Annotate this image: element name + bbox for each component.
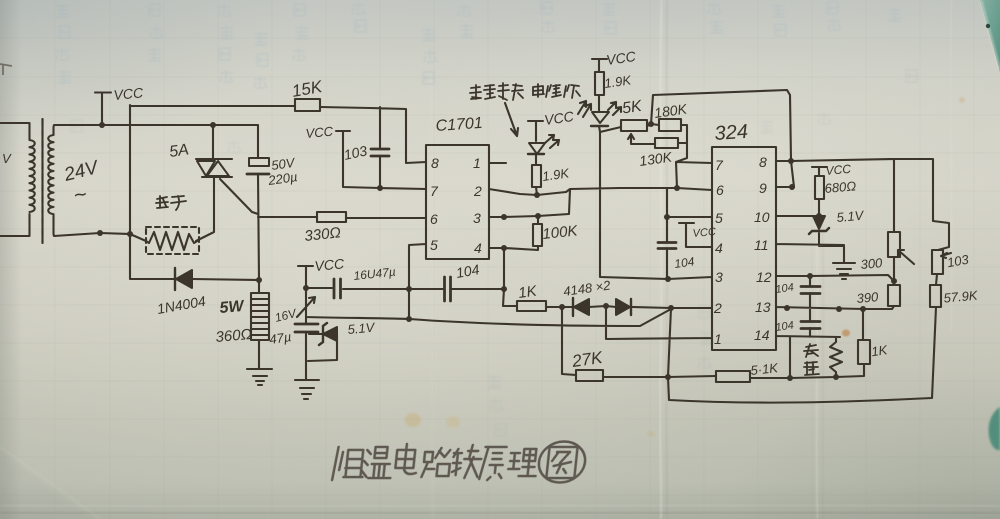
svg-text:VCC: VCC [305, 124, 334, 141]
svg-text:220µ: 220µ [266, 169, 298, 188]
svg-text:8: 8 [431, 155, 439, 171]
svg-text:V: V [2, 151, 12, 166]
svg-text:5A: 5A [168, 141, 190, 161]
svg-text:VCC: VCC [825, 162, 852, 178]
svg-text:57.9K: 57.9K [943, 288, 979, 306]
svg-text:390: 390 [856, 289, 880, 306]
svg-text:104: 104 [775, 282, 795, 296]
svg-text:47µ: 47µ [268, 329, 292, 347]
svg-text:1: 1 [714, 331, 722, 347]
svg-text:10: 10 [754, 209, 770, 225]
svg-text:VCC: VCC [314, 255, 346, 274]
svg-text:103: 103 [946, 252, 971, 271]
svg-text:16V: 16V [273, 306, 298, 325]
svg-text:300: 300 [860, 255, 884, 272]
svg-text:4: 4 [474, 240, 482, 256]
svg-text:11: 11 [754, 237, 769, 253]
svg-text:5·1K: 5·1K [750, 360, 780, 378]
svg-text:13: 13 [755, 299, 771, 315]
svg-text:3: 3 [715, 269, 723, 285]
svg-text:5.1V: 5.1V [836, 208, 865, 225]
svg-text:104: 104 [775, 320, 795, 334]
svg-text:VCC: VCC [543, 108, 575, 128]
svg-text:C1701: C1701 [435, 115, 483, 135]
svg-text:5W: 5W [219, 298, 246, 317]
svg-text:680Ω: 680Ω [824, 178, 857, 196]
svg-text:6: 6 [430, 211, 438, 227]
svg-text:8: 8 [759, 154, 767, 170]
svg-text:4148 ×2: 4148 ×2 [562, 277, 612, 299]
svg-text:2: 2 [713, 300, 722, 316]
svg-text:103: 103 [342, 142, 368, 163]
svg-text:VCC: VCC [113, 84, 145, 103]
svg-text:~: ~ [72, 181, 89, 208]
svg-text:16U47µ: 16U47µ [353, 265, 397, 283]
svg-text:VCC: VCC [605, 48, 637, 68]
svg-text:360Ω: 360Ω [215, 326, 253, 346]
svg-text:7: 7 [430, 183, 439, 199]
svg-text:12: 12 [756, 269, 772, 285]
svg-text:50V: 50V [270, 155, 296, 173]
svg-text:5: 5 [430, 237, 438, 253]
svg-text:5: 5 [715, 210, 723, 226]
svg-text:1.9K: 1.9K [603, 72, 633, 91]
svg-text:330Ω: 330Ω [304, 224, 342, 245]
svg-text:6: 6 [716, 182, 724, 198]
svg-text:324: 324 [714, 121, 749, 145]
svg-text:14: 14 [754, 327, 770, 343]
svg-text:4: 4 [715, 240, 723, 256]
svg-text:1K: 1K [870, 342, 889, 359]
svg-text:104: 104 [673, 254, 695, 271]
svg-text:VCC: VCC [692, 226, 716, 240]
svg-text:100K: 100K [542, 222, 580, 243]
svg-text:180K: 180K [653, 100, 688, 120]
svg-text:5K: 5K [621, 98, 644, 118]
svg-text:130K: 130K [638, 148, 673, 168]
svg-text:9: 9 [759, 180, 767, 196]
svg-text:1.9K: 1.9K [541, 165, 571, 184]
svg-text:1K: 1K [517, 282, 539, 302]
svg-text:7: 7 [715, 157, 724, 173]
svg-text:2: 2 [473, 183, 482, 199]
svg-text:3: 3 [473, 210, 481, 226]
svg-text:27K: 27K [570, 348, 604, 371]
svg-text:104: 104 [455, 261, 481, 281]
svg-text:1: 1 [473, 155, 481, 171]
svg-text:5.1V: 5.1V [347, 320, 376, 337]
